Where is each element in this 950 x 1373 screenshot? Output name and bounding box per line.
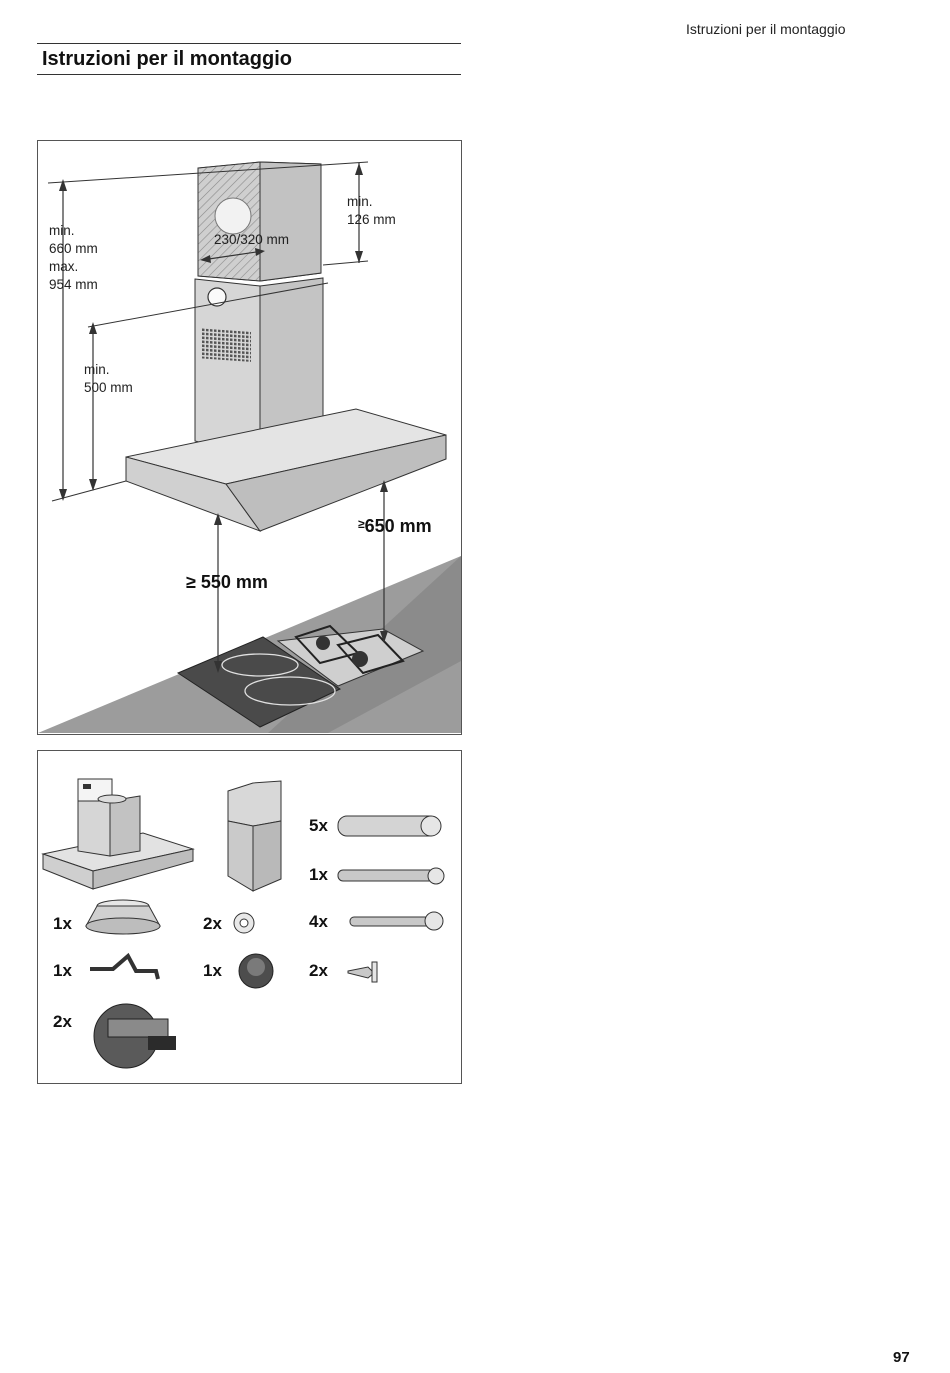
chimney-upper-side [260,162,321,281]
parts-list-figure: 1x 1x 2x 2x 1x 5x 1x 4x 2x [37,750,462,1084]
qty-small-screws: 2x [309,961,328,981]
section-title: Istruzioni per il montaggio [42,48,292,71]
title-rule-top [37,43,461,44]
qty-bracket: 1x [53,961,72,981]
dim-top-label-2: 126 mm [347,211,396,229]
screw-part [350,917,436,926]
running-header: Istruzioni per il montaggio [686,21,846,37]
dim-lower-label-1: min. [84,361,110,379]
top-reference-line [323,261,368,265]
hood-motor-part [78,796,110,856]
qty-long-bolt: 1x [309,865,328,885]
gas-burner-2 [352,651,368,667]
duct-opening [215,198,251,234]
small-screw-part [348,967,374,978]
qty-screws: 4x [309,912,328,932]
dim-duct-label: 230/320 mm [214,231,289,249]
clearance-gas-value: 650 mm [365,516,432,536]
clearance-electric-label: ≥ 550 mm [186,572,268,593]
qty-plugs: 5x [309,816,328,836]
dim-total-label-2: 660 mm [49,240,98,258]
dim-top-label-1: min. [347,193,373,211]
qty-pulley: 2x [53,1012,72,1032]
mounting-bracket-part [90,956,158,979]
qty-ring: 1x [53,914,72,934]
dim-total-label-1: min. [49,222,75,240]
clearance-gas-label: ≥650 mm [358,516,432,537]
long-bolt-part [338,870,443,881]
parts-illustration [38,751,461,1083]
installation-dimensions-figure: min. 660 mm max. 954 mm min. 500 mm min.… [37,140,462,735]
dim-total-label-3: max. [49,258,78,276]
page-number: 97 [893,1349,910,1366]
ventilation-grill [201,328,251,361]
dim-lower-label-2: 500 mm [84,379,133,397]
clearance-gas-symbol: ≥ [358,517,365,531]
hood-dimension-illustration [38,141,461,734]
qty-knob: 1x [203,961,222,981]
chimney-part [228,781,281,826]
title-rule-bottom [37,74,461,75]
gas-burner-1 [316,636,330,650]
qty-washer: 2x [203,914,222,934]
dim-total-label-4: 954 mm [49,276,98,294]
